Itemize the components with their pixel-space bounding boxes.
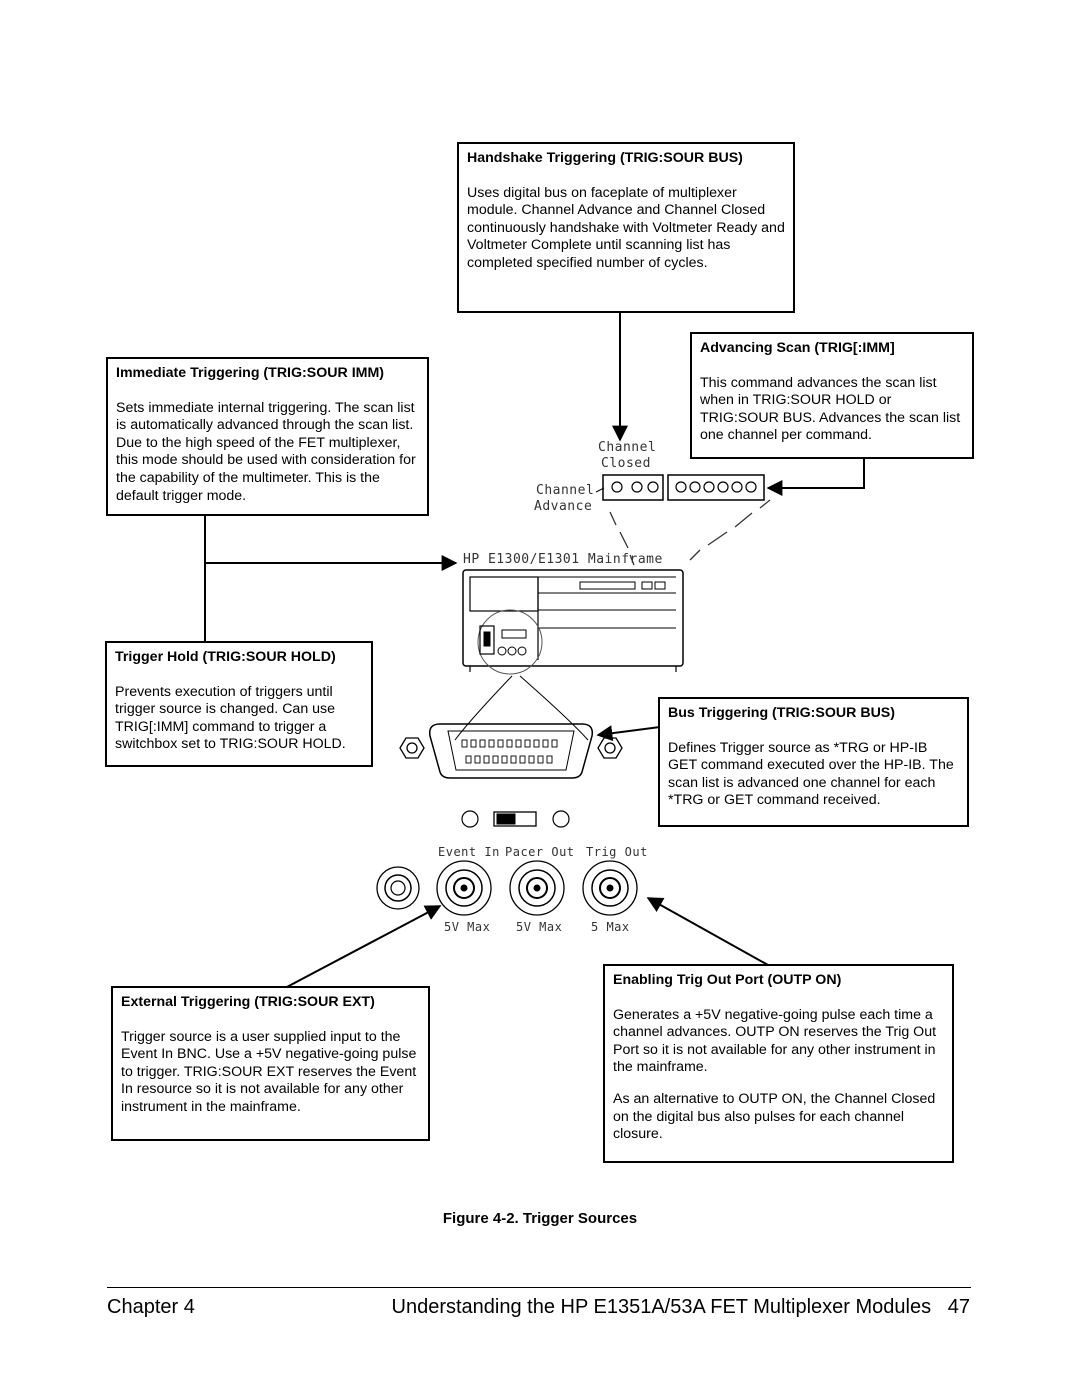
- outp-title: Enabling Trig Out Port (OUTP ON): [613, 972, 842, 988]
- bnc-pacer-out: [509, 860, 565, 916]
- mainframe-drawing: [462, 569, 684, 675]
- event-in-max-label: 5V Max: [444, 920, 491, 934]
- immediate-triggering-box: Immediate Triggering (TRIG:SOUR IMM) Set…: [106, 357, 429, 516]
- trig-out-label: Trig Out: [586, 845, 648, 859]
- bnc-trig-out: [582, 860, 638, 916]
- bus-triggering-box: Bus Triggering (TRIG:SOUR BUS) Defines T…: [658, 697, 969, 827]
- bus-title: Bus Triggering (TRIG:SOUR BUS): [668, 705, 895, 721]
- mainframe-label: HP E1300/E1301 Mainframe: [463, 552, 663, 567]
- handshake-title: Handshake Triggering (TRIG:SOUR BUS): [467, 150, 743, 166]
- footer-chapter: Chapter 4: [107, 1296, 195, 1318]
- trigger-hold-box: Trigger Hold (TRIG:SOUR HOLD) Prevents e…: [105, 641, 373, 767]
- digital-bus-connector: [667, 474, 765, 501]
- immediate-body: Sets immediate internal triggering. The …: [116, 399, 416, 504]
- handshake-body: Uses digital bus on faceplate of multipl…: [467, 184, 785, 271]
- pacer-out-max-label: 5V Max: [516, 920, 563, 934]
- bnc-ground: [376, 866, 420, 910]
- bus-body: Defines Trigger source as *TRG or HP-IB …: [668, 739, 954, 809]
- hold-body: Prevents execution of triggers until tri…: [115, 683, 346, 753]
- immediate-title: Immediate Triggering (TRIG:SOUR IMM): [116, 365, 384, 381]
- channel-closed-connector: [602, 474, 664, 501]
- bnc-event-in: [436, 860, 492, 916]
- external-title: External Triggering (TRIG:SOUR EXT): [121, 994, 375, 1010]
- footer-title: Understanding the HP E1351A/53A FET Mult…: [391, 1296, 971, 1318]
- external-body: Trigger source is a user supplied input …: [121, 1028, 417, 1115]
- advancing-title: Advancing Scan (TRIG[:IMM]: [700, 340, 895, 356]
- outp-body-2: As an alternative to OUTP ON, the Channe…: [613, 1090, 936, 1143]
- callout-dashes: [609, 499, 771, 566]
- channel-advance-label-1: Channel: [536, 483, 595, 498]
- external-arrow: [284, 905, 442, 989]
- pacer-out-label: Pacer Out: [505, 845, 575, 859]
- immediate-line: [204, 515, 458, 571]
- figure-caption: Figure 4-2. Trigger Sources: [442, 1210, 638, 1227]
- bus-arrow: [596, 725, 661, 742]
- trig-out-port-box: Enabling Trig Out Port (OUTP ON) Generat…: [603, 964, 954, 1163]
- hold-title: Trigger Hold (TRIG:SOUR HOLD): [115, 649, 336, 665]
- switch-row: [461, 810, 570, 828]
- handshake-triggering-box: Handshake Triggering (TRIG:SOUR BUS) Use…: [457, 142, 795, 313]
- channel-advance-label-2: Advance: [534, 499, 593, 514]
- outp-arrow: [646, 897, 769, 966]
- advancing-scan-box: Advancing Scan (TRIG[:IMM] This command …: [690, 332, 974, 459]
- event-in-label: Event In: [438, 845, 500, 859]
- bnc-connectors: [376, 860, 638, 916]
- hpib-connector: [399, 723, 623, 779]
- outp-body: Generates a +5V negative-going pulse eac…: [613, 1006, 937, 1076]
- trig-out-max-label: 5 Max: [591, 920, 630, 934]
- advancing-body: This command advances the scan list when…: [700, 374, 961, 444]
- channel-closed-label-1: Channel: [598, 440, 657, 455]
- footer-divider: [107, 1287, 971, 1288]
- external-triggering-box: External Triggering (TRIG:SOUR EXT) Trig…: [111, 986, 430, 1141]
- advancing-arrow: [766, 459, 865, 496]
- channel-closed-label-2: Closed: [601, 456, 651, 471]
